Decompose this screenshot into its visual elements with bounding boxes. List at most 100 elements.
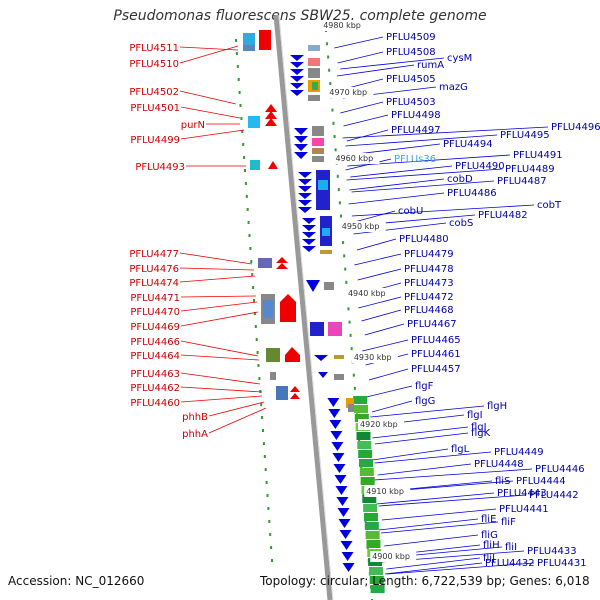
- reverse-gene-arrow: [327, 398, 340, 407]
- cog-block: [270, 372, 276, 380]
- scale-bg: [345, 288, 392, 299]
- left-tick: [244, 169, 246, 172]
- reverse-gene-arrow: [328, 409, 341, 418]
- left-leader-line: [179, 252, 253, 265]
- right-leader-line: [340, 57, 445, 70]
- left-tick: [248, 234, 251, 237]
- left-tick: [257, 364, 260, 367]
- left-leader-line: [179, 46, 239, 51]
- left-tick: [268, 520, 271, 523]
- right-leader-line: [336, 64, 415, 77]
- right-gene-label: fliI: [505, 542, 517, 553]
- forward-gene-arrow: [265, 111, 277, 119]
- right-gene-label: PFLU4449: [494, 447, 544, 458]
- left-tick: [269, 533, 272, 536]
- reverse-gene-arrow: [329, 420, 342, 429]
- scale-bg: [327, 87, 374, 98]
- right-tick: [332, 121, 335, 125]
- scale-label: 4950 kbp: [342, 222, 380, 231]
- right-gene-label: PFLU4508: [386, 47, 436, 58]
- right-leader-line: [366, 385, 413, 398]
- right-gene-label: cobT: [537, 200, 562, 211]
- genome-summary: Topology: circular; Length: 6,722,539 bp…: [260, 574, 590, 588]
- right-gene-label: PFLU4482: [478, 210, 528, 221]
- right-gene-label: PFLU4497: [391, 125, 441, 136]
- left-leader-line: [180, 386, 263, 393]
- cog-block: [364, 522, 379, 530]
- right-gene-label: mazG: [439, 82, 468, 93]
- backbone-line: [273, 14, 333, 600]
- left-leader-line: [180, 295, 257, 298]
- right-leader-line: [346, 129, 389, 142]
- reverse-gene-arrow: [290, 55, 304, 61]
- left-gene-label: PFLU4476: [129, 264, 179, 275]
- left-gene-label: PFLU4477: [129, 249, 179, 260]
- left-gene-label: PFLU4469: [130, 322, 180, 333]
- right-leader-line: [374, 468, 533, 481]
- forward-gene-arrow: [290, 386, 300, 392]
- right-gene-label: PFLU4444: [516, 476, 566, 487]
- left-tick: [235, 39, 237, 42]
- reverse-gene-arrow: [334, 475, 347, 484]
- right-tick: [362, 492, 365, 496]
- right-gene-label: PFLU4457: [411, 364, 461, 375]
- left-tick: [237, 78, 240, 81]
- reverse-gene-arrow: [339, 530, 352, 539]
- right-leader-line: [361, 309, 402, 322]
- right-leader-line: [372, 448, 449, 461]
- left-leader-line: [180, 129, 245, 140]
- right-tick: [350, 347, 353, 351]
- cog-block: [370, 585, 385, 593]
- scale-label: 4980 kbp: [323, 21, 361, 30]
- reverse-gene-arrow: [342, 563, 355, 572]
- right-gene-label: PFLU4479: [404, 249, 454, 260]
- cog-block: [353, 396, 368, 404]
- reverse-gene-arrow: [302, 246, 316, 252]
- right-tick: [348, 320, 351, 324]
- right-leader-line: [334, 36, 384, 49]
- scale-bg: [364, 486, 411, 497]
- left-tick: [263, 455, 266, 458]
- right-tick: [349, 333, 352, 337]
- right-tick: [342, 241, 345, 245]
- right-leader-line: [371, 400, 413, 413]
- left-gene-label: PFLU4466: [130, 337, 180, 348]
- left-leader-line: [208, 401, 265, 417]
- right-tick: [343, 254, 346, 258]
- right-leader-line: [347, 154, 511, 167]
- right-leader-line: [378, 518, 479, 531]
- left-gene-label: PFLU4499: [130, 135, 180, 146]
- right-leader-line: [348, 192, 445, 205]
- right-leader-line: [374, 432, 469, 445]
- cog-block: [308, 95, 320, 101]
- left-leader-line: [179, 275, 256, 283]
- right-tick: [347, 307, 350, 311]
- left-gene-label: PFLU4511: [129, 43, 179, 54]
- cog-block: [320, 250, 332, 254]
- right-tick: [345, 280, 348, 284]
- right-leader-line: [384, 562, 483, 575]
- left-gene-label: PFLU4460: [130, 398, 180, 409]
- forward-gene-arrow: [276, 263, 288, 269]
- reverse-gene-arrow: [294, 128, 308, 135]
- left-tick: [251, 273, 254, 276]
- left-leader-line: [180, 340, 259, 357]
- reverse-gene-arrow: [290, 69, 304, 75]
- right-gene-label: fliH: [483, 540, 500, 551]
- right-gene-label: cobS: [449, 218, 473, 229]
- forward-gene-arrow: [280, 294, 296, 322]
- cog-block: [366, 540, 381, 548]
- right-gene-label: fliF: [501, 517, 516, 528]
- reverse-gene-arrow: [306, 280, 320, 292]
- right-leader-line: [362, 339, 409, 352]
- right-leader-line: [381, 521, 499, 534]
- cog-block: [276, 386, 288, 400]
- right-leader-line: [364, 323, 405, 336]
- cog-block: [363, 504, 378, 512]
- reverse-gene-arrow: [298, 207, 312, 213]
- right-leader-line: [368, 368, 409, 381]
- right-leader-line: [343, 114, 389, 127]
- reverse-gene-arrow: [298, 172, 312, 178]
- reverse-gene-arrow: [338, 519, 351, 528]
